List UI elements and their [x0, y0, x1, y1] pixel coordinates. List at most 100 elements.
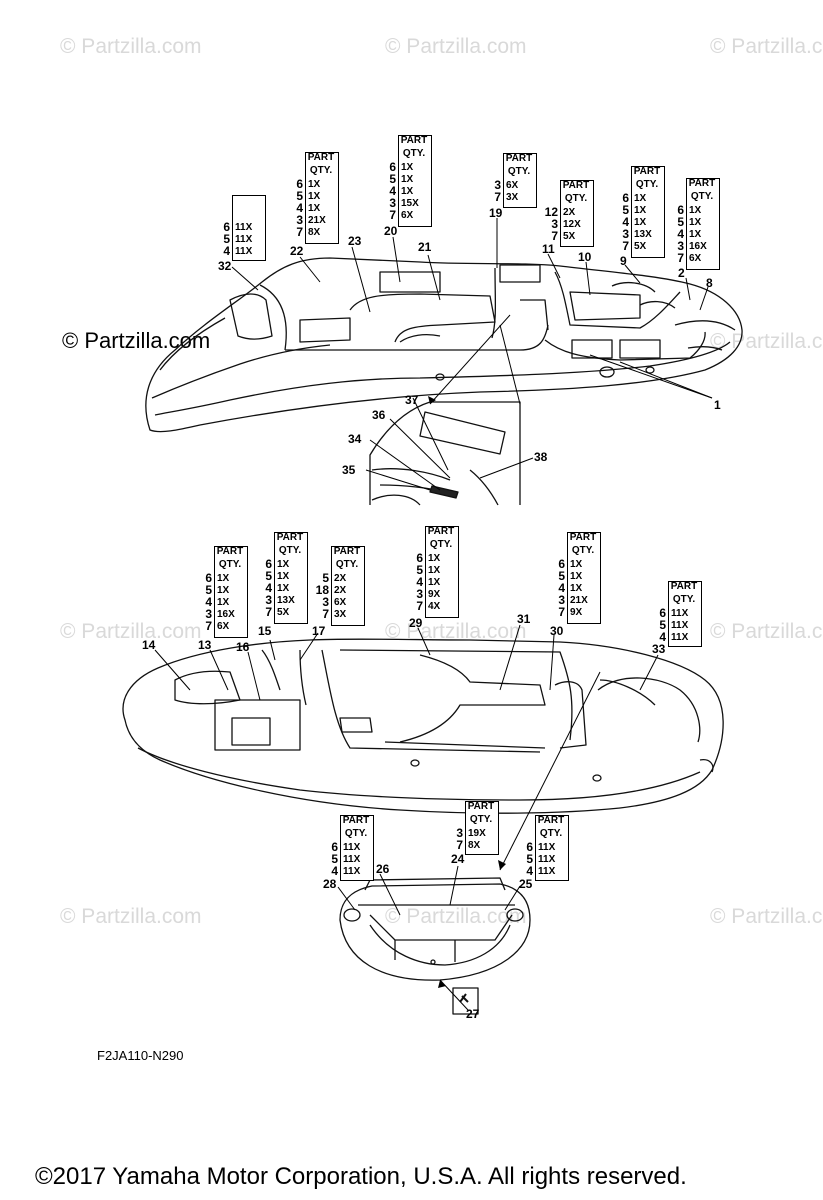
quantity: 1X [401, 174, 414, 185]
callout-17: 17 [312, 624, 326, 638]
part-number: 5 [416, 563, 423, 577]
quantity: 1X [401, 162, 414, 173]
quantity: 5X [277, 607, 290, 618]
part-number: 12 [544, 205, 558, 219]
quantity: 1X [217, 573, 230, 584]
quantity: 1X [689, 217, 702, 228]
qty-header-part: PART [633, 166, 661, 177]
upper-hull-drawing [145, 257, 743, 433]
callout-15: 15 [258, 624, 272, 638]
quantity: 3X [506, 192, 519, 203]
callout-27: 27 [466, 1007, 480, 1021]
part-number: 4 [416, 575, 423, 589]
callout-29: 29 [409, 616, 423, 630]
part-number: 5 [558, 569, 565, 583]
part-number: 4 [265, 581, 272, 595]
callout-8: 8 [706, 276, 713, 290]
part-number: 5 [677, 215, 684, 229]
qty-header-qty: QTY. [690, 190, 714, 202]
quantity: 8X [308, 227, 321, 238]
callout-26: 26 [376, 862, 390, 876]
part-number: 6 [416, 551, 423, 565]
qty-header-qty: QTY. [564, 192, 588, 204]
qty-header-qty: QTY. [344, 827, 368, 839]
callout-16: 16 [236, 640, 250, 654]
part-number: 3 [558, 593, 565, 607]
quantity: 1X [570, 559, 583, 570]
part-number: 4 [622, 215, 629, 229]
quantity: 1X [634, 217, 647, 228]
quantity: 11X [671, 620, 689, 631]
part-number: 6 [558, 557, 565, 571]
part-number: 6 [205, 571, 212, 585]
quantity: 1X [689, 205, 702, 216]
callout-2: 2 [678, 266, 685, 280]
part-number: 18 [315, 583, 329, 597]
part-number: 7 [296, 225, 303, 239]
part-number: 7 [551, 229, 558, 243]
part-number: 5 [389, 172, 396, 186]
quantity: 11X [538, 854, 556, 865]
part-number: 7 [389, 208, 396, 222]
part-number: 3 [322, 595, 329, 609]
detail-inset-drawing [369, 401, 521, 506]
part-number: 4 [223, 244, 230, 258]
part-number: 6 [526, 840, 533, 854]
part-number: 6 [296, 177, 303, 191]
watermark: © Partzilla.com [710, 35, 823, 58]
qty-header-part: PART [569, 532, 597, 543]
quantity: 11X [343, 854, 361, 865]
qty-header-qty: QTY. [469, 813, 493, 825]
quantity: 11X [235, 246, 253, 257]
quantity: 1X [570, 583, 583, 594]
part-number: 4 [659, 630, 666, 644]
part-number: 3 [456, 826, 463, 840]
qty-header-part: PART [333, 546, 361, 557]
quantity: 3X [334, 609, 347, 620]
diagram-code: F2JA110-N290 [97, 1048, 184, 1063]
part-number: 3 [265, 593, 272, 607]
qty-header-part: PART [307, 152, 335, 163]
part-number: 7 [322, 607, 329, 621]
quantity: 1X [217, 585, 230, 596]
part-number: 4 [526, 864, 533, 878]
qty-header-qty: QTY. [309, 164, 333, 176]
callout-20: 20 [384, 224, 398, 238]
part-number: 3 [551, 217, 558, 231]
watermark: © Partzilla.com [385, 35, 527, 58]
watermark: © Partzilla.com [60, 620, 202, 643]
qty-header-qty: QTY. [402, 147, 426, 159]
qty-header-part: PART [670, 581, 698, 592]
callout-31: 31 [517, 612, 531, 626]
part-number: 3 [416, 587, 423, 601]
part-number: 7 [622, 239, 629, 253]
watermark: © Partzilla.com [710, 330, 823, 353]
part-number: 3 [389, 196, 396, 210]
callout-19: 19 [489, 206, 503, 220]
leader-lines [154, 218, 713, 1011]
quantity: 1X [428, 577, 441, 588]
quantity: 19X [468, 828, 486, 839]
quantity: 1X [308, 179, 321, 190]
qty-header-qty: QTY. [539, 827, 563, 839]
quantity: 1X [308, 203, 321, 214]
watermark: © Partzilla.com [60, 905, 202, 928]
callout-30: 30 [550, 624, 564, 638]
quantity: 13X [634, 229, 652, 240]
part-number: 7 [205, 619, 212, 633]
quantity: 11X [343, 866, 361, 877]
quantity: 11X [235, 222, 253, 233]
callout-21: 21 [418, 240, 432, 254]
callout-24: 24 [451, 852, 465, 866]
qty-header-qty: QTY. [571, 544, 595, 556]
callout-25: 25 [519, 877, 533, 891]
part-number: 7 [494, 190, 501, 204]
quantity: 11X [343, 842, 361, 853]
part-number: 7 [677, 251, 684, 265]
callout-28: 28 [323, 877, 337, 891]
part-number: 4 [389, 184, 396, 198]
quantity: 1X [401, 186, 414, 197]
quantity: 12X [563, 219, 581, 230]
